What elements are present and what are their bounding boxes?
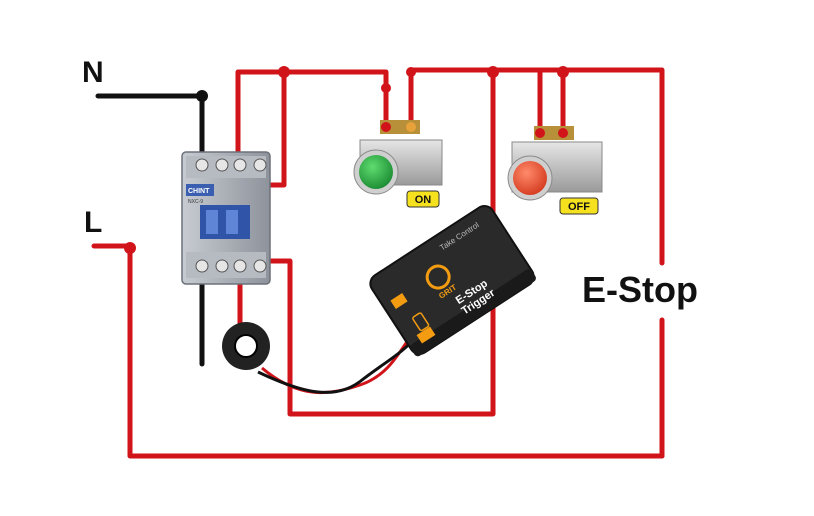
estop-trigger-device: Take Control GRIT E-Stop Trigger xyxy=(369,205,536,357)
on-button-tag: ON xyxy=(415,194,432,206)
wire-on-right xyxy=(408,67,566,133)
off-button[interactable]: OFF xyxy=(507,126,603,215)
contactor-brand: CHINT xyxy=(188,188,210,195)
label-estop: E-Stop xyxy=(582,269,698,310)
junction-neutral xyxy=(196,90,208,102)
wire-bottom-return xyxy=(91,243,665,459)
off-button-cap xyxy=(513,161,547,195)
wire-contactor-top xyxy=(235,69,389,161)
live-wires xyxy=(91,67,665,459)
contactor-model: NXC-9 xyxy=(188,199,203,205)
on-button-cap xyxy=(359,155,393,189)
current-sensor-ring xyxy=(222,322,270,370)
wire-estop-upper xyxy=(560,67,665,266)
sensor-cable xyxy=(257,329,420,395)
off-button-tag: OFF xyxy=(568,201,590,213)
label-live: L xyxy=(84,206,102,239)
on-button[interactable]: ON xyxy=(353,120,443,208)
label-neutral: N xyxy=(82,56,104,89)
wire-neutral xyxy=(95,93,205,163)
contactor: CHINT NXC-9 xyxy=(181,151,271,285)
